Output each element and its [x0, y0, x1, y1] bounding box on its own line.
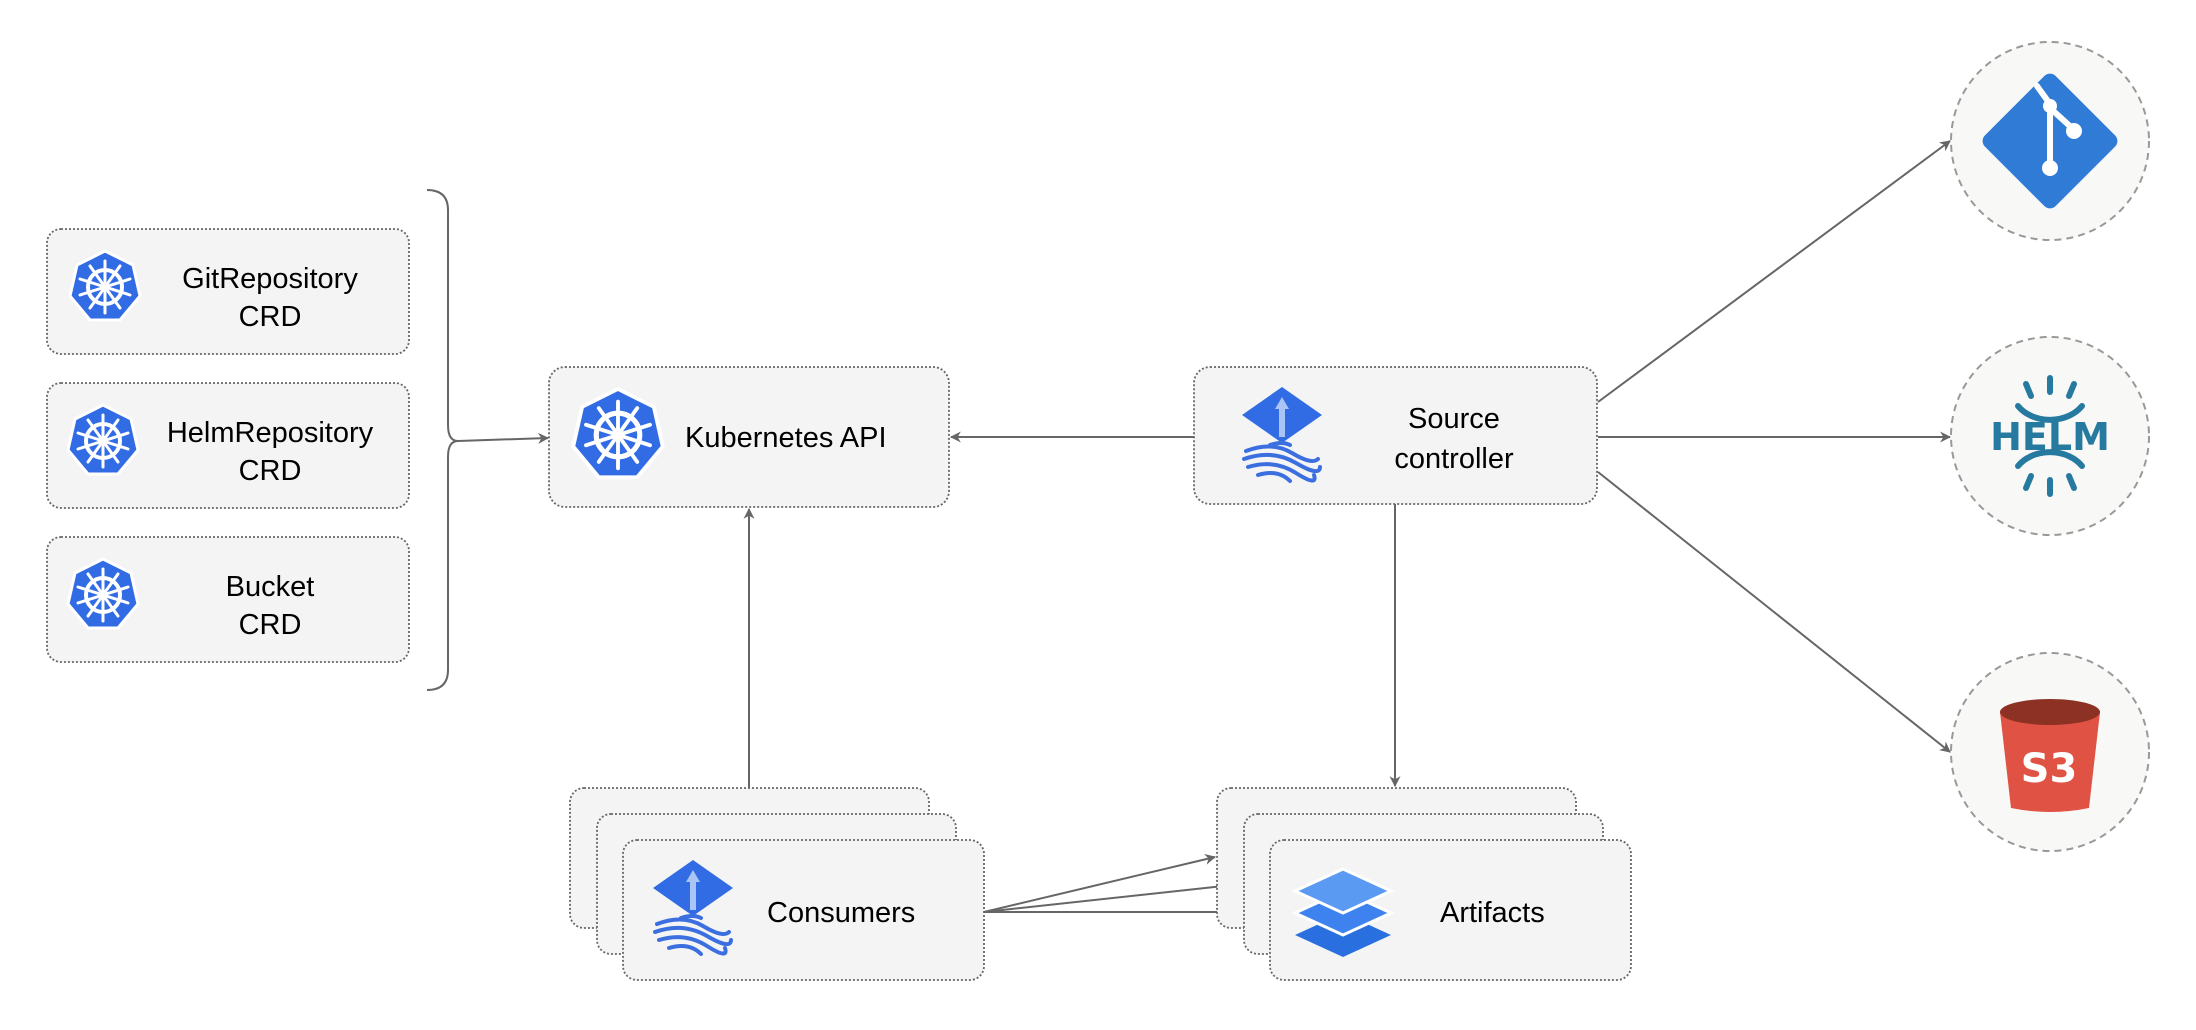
edges: [426, 140, 1952, 918]
helm-icon: [2015, 375, 2085, 497]
node-git[interactable]: [1950, 41, 2150, 241]
node-label-line-1: HelmRepository: [167, 417, 374, 449]
node-helm[interactable]: HELM: [1950, 336, 2150, 536]
node-label-line-2: CRD: [239, 301, 302, 333]
node-label-line-2: CRD: [239, 609, 302, 641]
node-bucket-crd[interactable]: Bucket CRD: [46, 536, 410, 663]
node-label: Kubernetes API: [685, 422, 887, 454]
node-label: Artifacts: [1440, 897, 1545, 929]
brace: [426, 189, 459, 691]
node-label-line-2: controller: [1394, 443, 1514, 475]
node-artifacts[interactable]: Artifacts: [1216, 787, 1632, 981]
s3-bucket-icon: [2000, 699, 2100, 812]
git-icon: [1982, 73, 2118, 209]
s3-logo-text: S3: [2021, 746, 2078, 792]
edge-source-controller-to-s3: [1597, 471, 1951, 753]
node-label-line-1: GitRepository: [182, 263, 358, 295]
node-consumers[interactable]: Consumers: [569, 787, 985, 981]
helm-logo-text: HELM: [1990, 415, 2110, 459]
node-label-line-2: CRD: [239, 455, 302, 487]
edge-consumers-to-artifacts-2: [983, 879, 1244, 913]
node-git-repository-crd[interactable]: GitRepository CRD: [46, 228, 410, 355]
edge-source-controller-to-git: [1597, 140, 1951, 403]
node-label-line-1: Bucket: [226, 571, 315, 603]
edge-crds-to-kubernetes-api: [457, 432, 550, 444]
node-label: Consumers: [767, 897, 915, 929]
node-source-controller[interactable]: Source controller: [1193, 366, 1598, 505]
node-s3[interactable]: S3: [1950, 652, 2150, 852]
node-kubernetes-api[interactable]: Kubernetes API: [548, 366, 950, 508]
node-helm-repository-crd[interactable]: HelmRepository CRD: [46, 382, 410, 509]
edge-consumers-to-artifacts-1: [983, 853, 1217, 913]
node-label-line-1: Source: [1408, 403, 1500, 435]
